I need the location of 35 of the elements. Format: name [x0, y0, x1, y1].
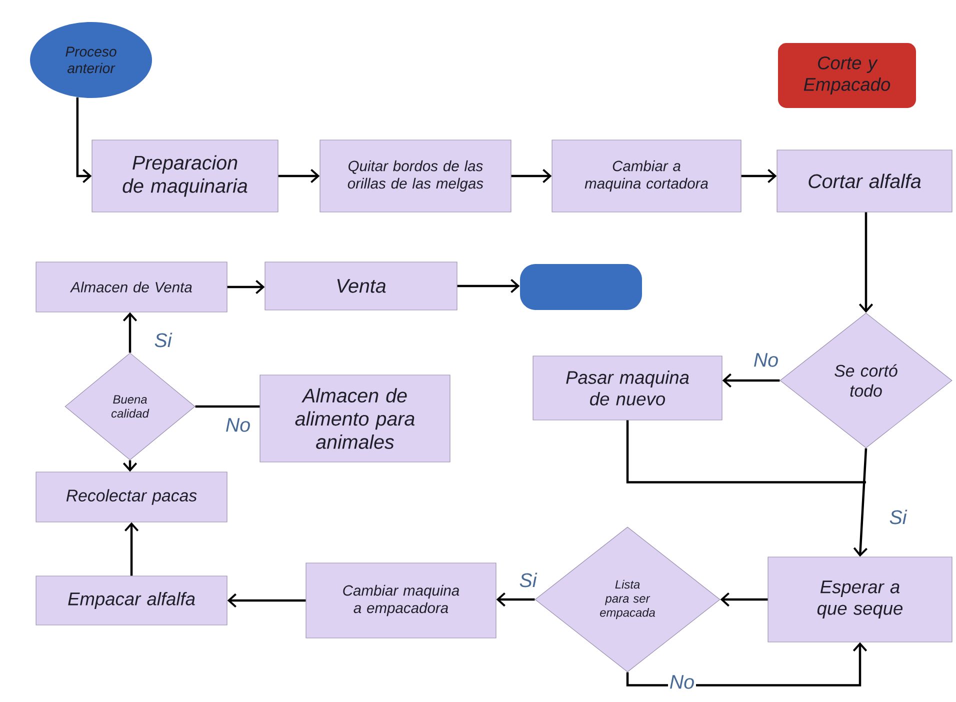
process-box: Venta: [264, 262, 458, 310]
arrow: [722, 373, 780, 388]
arrow: [122, 312, 138, 353]
title-box: Corte y Empacado: [778, 42, 916, 108]
arrow: [124, 522, 139, 576]
end-terminal: [520, 264, 642, 310]
arrow: [76, 97, 92, 184]
arrow: [741, 168, 777, 184]
arrow: [858, 212, 874, 313]
arrow: [278, 168, 320, 184]
process-box: Cambiar a maquina cortadora: [552, 140, 742, 212]
process-box: Almacen de Venta: [36, 262, 228, 312]
process-box: Cortar alfalfa: [776, 150, 952, 212]
arrow: [227, 593, 306, 608]
process-box: Pasar maquina de nuevo: [532, 356, 722, 420]
process-box: Quitar bordos de las orillas de las melgas: [320, 140, 512, 212]
arrow: [720, 592, 768, 607]
arrow: [626, 642, 868, 686]
process-box: Recolectar pacas: [36, 472, 228, 522]
edge-label: No: [752, 352, 780, 368]
process-box: Preparacion de maquinaria: [92, 140, 278, 212]
process-box: Empacar alfalfa: [36, 576, 228, 626]
edge-label: Si: [888, 508, 908, 526]
arrow: [626, 419, 868, 557]
start-oval: Proceso anterior: [30, 22, 152, 98]
edge-label: No: [668, 674, 696, 690]
arrow: [457, 278, 520, 294]
arrow: [496, 592, 535, 607]
process-box: Almacen de alimento para animales: [260, 374, 450, 462]
process-box: Esperar a que seque: [768, 556, 952, 642]
edge-label: No: [224, 416, 252, 434]
process-box: Cambiar maquina a empacadora: [306, 562, 496, 638]
edge-label: Si: [152, 331, 174, 349]
arrow: [511, 168, 552, 184]
arrow: [227, 280, 265, 294]
